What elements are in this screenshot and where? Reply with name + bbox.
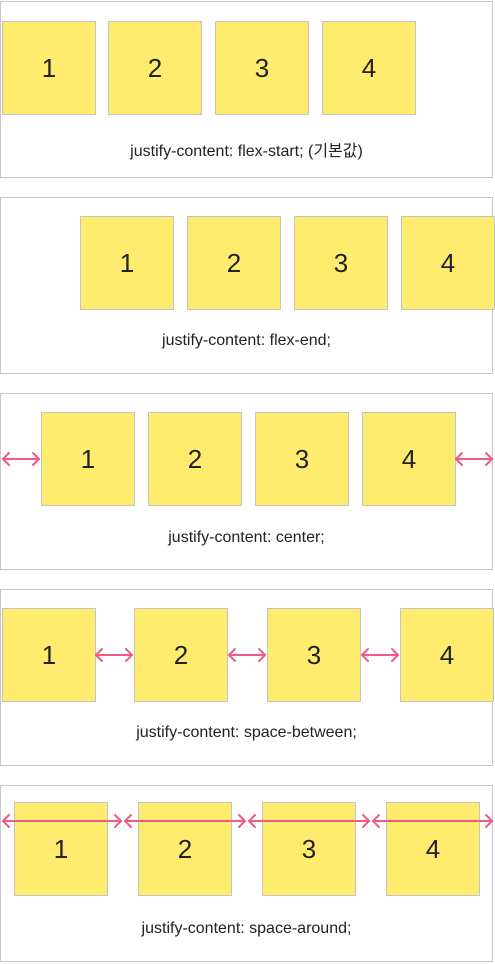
flex-item-2: 2 [138,802,232,896]
double-arrow-icon [2,814,122,828]
flex-item-3: 3 [294,216,388,310]
double-arrow-icon [124,814,246,828]
flex-item-3: 3 [215,21,309,115]
panel-caption: justify-content: space-between; [136,724,357,741]
panel-flex-end: 1 2 3 4 justify-content: flex-end; [0,197,495,374]
double-arrow-icon [372,814,493,828]
flex-item-3: 3 [255,412,349,506]
flex-item-4: 4 [386,802,480,896]
flex-item-1: 1 [2,21,96,115]
flex-item-2: 2 [148,412,242,506]
flex-item-3: 3 [267,608,361,702]
flex-item-4: 4 [400,608,494,702]
panel-space-between: 1 2 3 4 justify-content: space-between; [0,589,494,766]
flex-item-1: 1 [80,216,174,310]
double-arrow-icon [455,452,493,466]
double-arrow-icon [361,648,399,662]
flex-item-4: 4 [401,216,495,310]
panel-flex-start: 1 2 3 4 justify-content: flex-start; (기본… [0,1,493,178]
flex-item-3: 3 [262,802,356,896]
flex-item-4: 4 [362,412,456,506]
double-arrow-icon [228,648,266,662]
panel-caption: justify-content: center; [168,529,325,546]
spacing-arrows [2,814,493,828]
panel-space-around: 1 2 3 4 just [0,785,493,962]
panel-caption: justify-content: flex-start; (기본값) [130,143,363,160]
flex-item-1: 1 [14,802,108,896]
double-arrow-icon [248,814,370,828]
panel-caption: justify-content: flex-end; [162,332,331,349]
flex-item-2: 2 [108,21,202,115]
flex-item-2: 2 [134,608,228,702]
spacing-arrows [95,648,399,662]
flex-item-1: 1 [41,412,135,506]
spacing-arrows [2,452,493,466]
flex-item-2: 2 [187,216,281,310]
double-arrow-icon [95,648,133,662]
double-arrow-icon [2,452,40,466]
panel-caption: justify-content: space-around; [141,920,352,937]
flex-item-4: 4 [322,21,416,115]
panel-center: 1 2 3 4 justify-content: center; [0,393,493,570]
